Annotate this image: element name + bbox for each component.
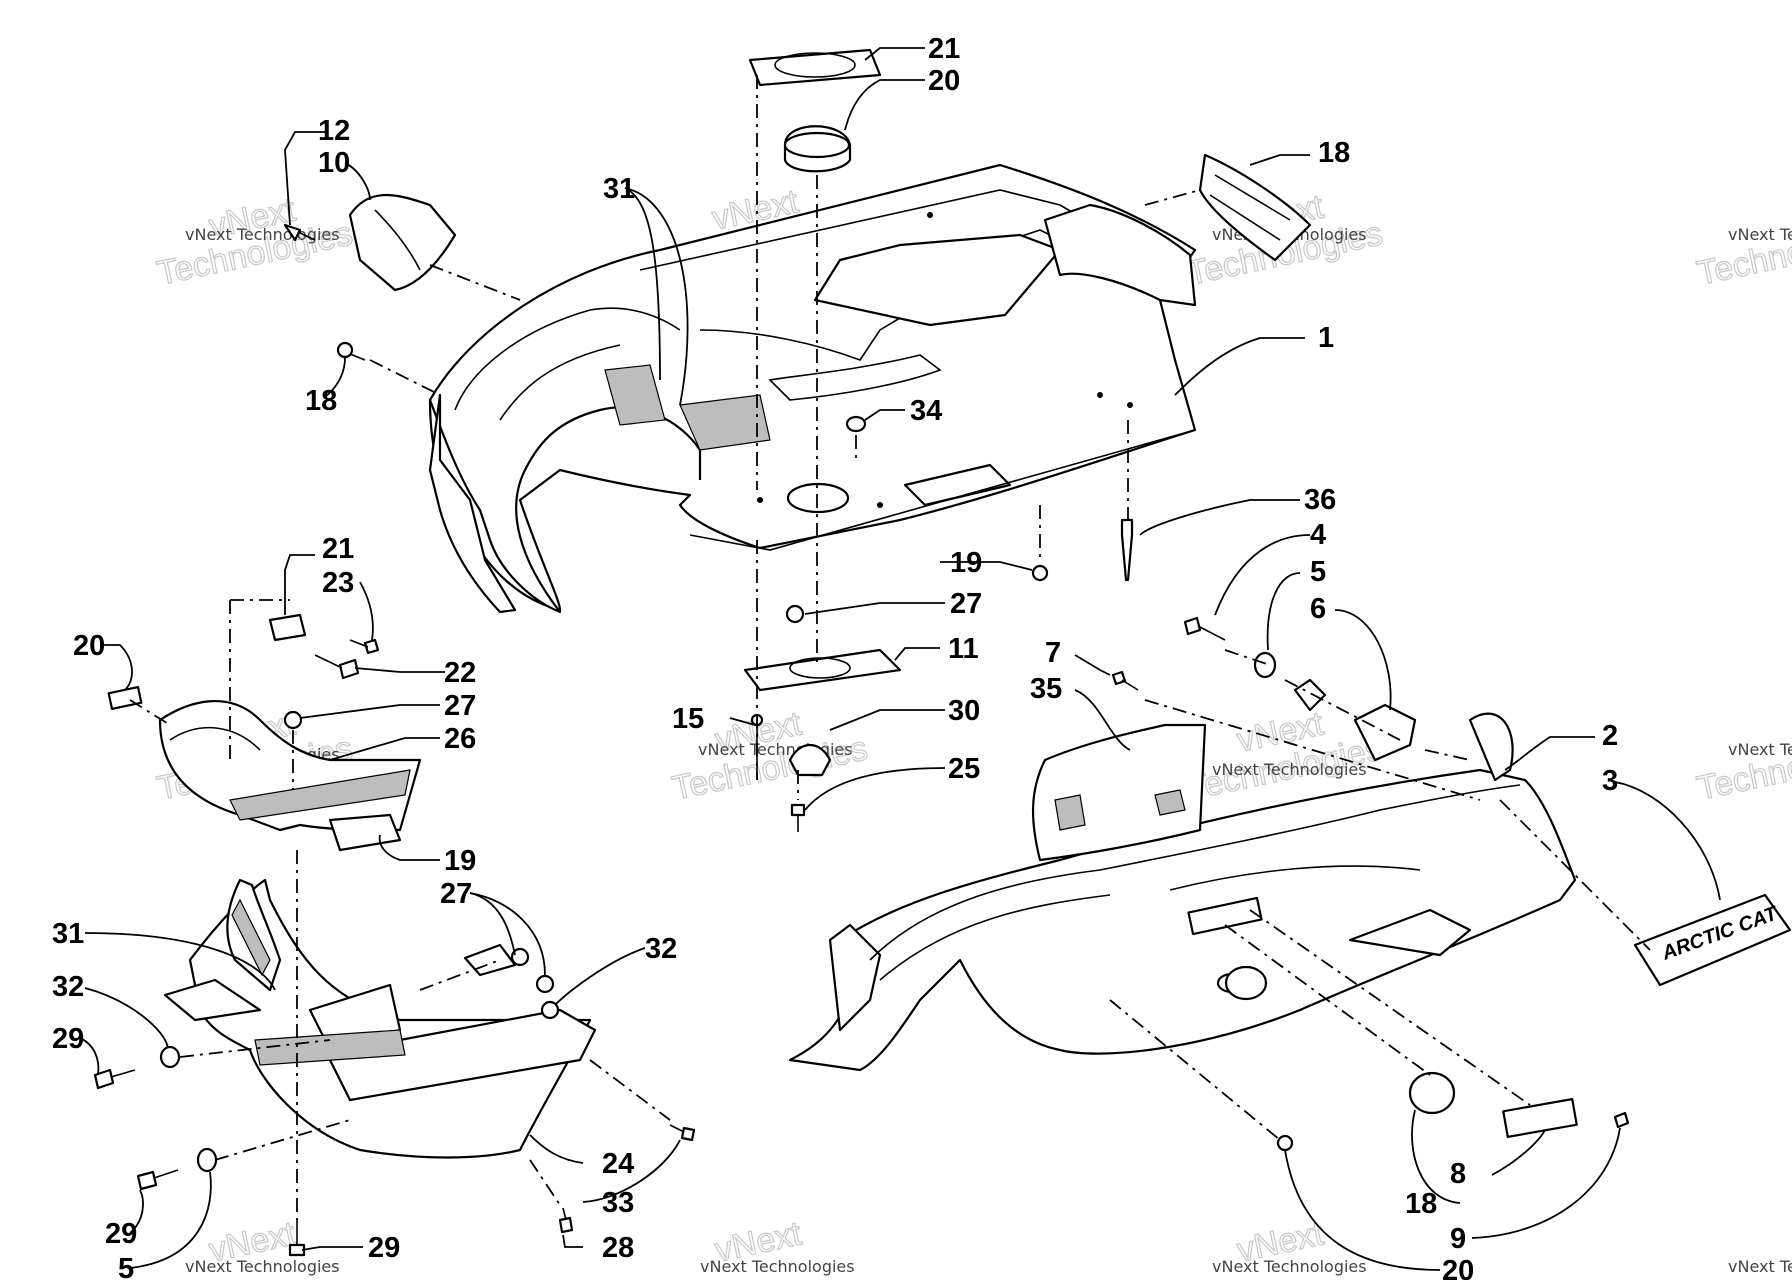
callout-1: 1 (1318, 322, 1334, 354)
callout-3: 3 (1602, 765, 1618, 797)
callout-26: 26 (444, 723, 476, 755)
callout-30: 30 (948, 695, 980, 727)
callout-19: 19 (444, 845, 476, 877)
decal-arctic-cat: ARCTIC CAT (1633, 893, 1792, 987)
callout-12: 11 (948, 633, 979, 665)
callout-36: 36 (1304, 484, 1336, 516)
callout-2: 2 (1602, 720, 1618, 752)
callout-18-bottom: 20 (1442, 1255, 1474, 1280)
lower-pan-part (788, 712, 1577, 1072)
callout-27-center: 27 (950, 588, 982, 620)
assembly-lines (129, 75, 1651, 1220)
callout-28: 28 (602, 1232, 634, 1264)
callout-29-bottom: 29 (368, 1232, 400, 1264)
callout-15: 15 (672, 703, 704, 735)
callout-labels: 21 20 18 1 34 36 4 5 6 7 35 2 3 8 18 9 2… (52, 33, 1618, 1280)
callout-8: 8 (1450, 1158, 1466, 1190)
callout-5-left: 5 (118, 1253, 134, 1280)
svg-text:vNext Technologies: vNext Technologies (1728, 225, 1792, 244)
upper-hood-part (428, 163, 1197, 614)
svg-text:vNext Technologies: vNext Technologies (1728, 1257, 1792, 1276)
callout-32-right: 32 (645, 933, 677, 965)
callout-16: 18 (1318, 137, 1350, 169)
svg-text:vNext Technologies: vNext Technologies (185, 225, 340, 244)
callout-31-left: 31 (52, 918, 84, 950)
leader-lines (79, 47, 1721, 1271)
callout-7: 7 (1045, 637, 1061, 669)
callout-4: 4 (1310, 519, 1326, 551)
svg-text:vNext Technologies: vNext Technologies (1212, 1257, 1367, 1276)
callout-27-left: 27 (444, 690, 476, 722)
callout-5-right: 5 (1310, 556, 1326, 588)
svg-text:vNext Technologies: vNext Technologies (185, 1257, 340, 1276)
svg-text:vNext Technologies: vNext Technologies (700, 1257, 855, 1276)
callout-11: 12 (318, 115, 350, 147)
callout-24: 24 (602, 1148, 634, 1180)
fasteners (93, 223, 1630, 1257)
callout-22: 22 (444, 657, 476, 689)
callout-20: 20 (73, 630, 105, 662)
callout-18-mid: 19 (950, 547, 982, 579)
nose-pan-part (163, 878, 597, 1159)
callout-31-top: 31 (603, 173, 635, 205)
callout-9: 9 (1450, 1223, 1466, 1255)
callout-29-left: 29 (52, 1023, 84, 1055)
callout-23: 23 (322, 567, 354, 599)
callout-29-lower: 29 (105, 1218, 137, 1250)
callout-18-left: 18 (305, 385, 337, 417)
callout-34: 34 (910, 395, 942, 427)
callout-27-lower: 27 (440, 878, 472, 910)
svg-text:vNext Technologies: vNext Technologies (1212, 760, 1367, 779)
callout-21: 21 (322, 533, 354, 565)
callout-14: 21 (928, 33, 960, 65)
svg-text:vNext Technologies: vNext Technologies (698, 740, 853, 759)
callout-25: 25 (948, 753, 980, 785)
callout-13: 20 (928, 65, 960, 97)
callout-6: 6 (1310, 593, 1326, 625)
callout-32-left: 32 (52, 971, 84, 1003)
svg-text:vNext Technologies: vNext Technologies (1728, 740, 1792, 759)
callout-10: 10 (318, 147, 350, 179)
bumper-part (158, 699, 422, 852)
callout-33: 33 (602, 1187, 634, 1219)
small-hardware (107, 48, 1578, 1173)
callout-35: 35 (1030, 673, 1062, 705)
callout-17: 18 (1405, 1188, 1437, 1220)
